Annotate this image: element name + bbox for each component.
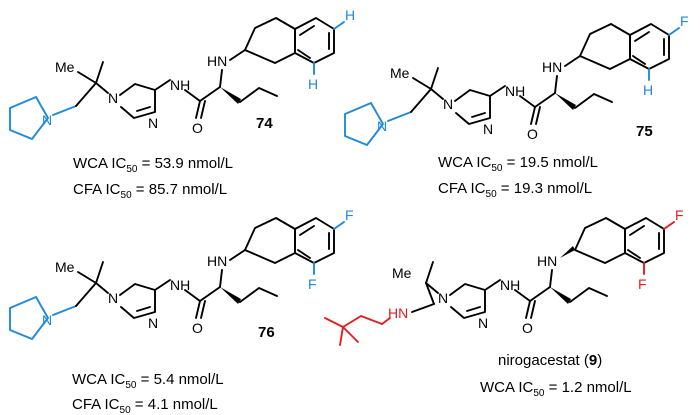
carbonyl-o-label: O [192, 320, 203, 336]
wca-ic50-value: WCA IC50 = 1.2 nmol/L [480, 379, 632, 399]
substituent-c6-label: F [680, 13, 689, 29]
compound-76-structure: N Me N N NH O HN F F 76 [9, 207, 354, 341]
cfa-ic50-value: CFA IC50 = 19.3 nmol/L [438, 180, 592, 200]
carbonyl-o-label: O [522, 320, 533, 336]
carbonyl-o-label: O [192, 120, 203, 136]
substituent-c8-label: H [308, 76, 318, 92]
methyl-label: Me [55, 259, 75, 275]
substituent-c8-label: F [308, 276, 317, 292]
imidazole-n1-label: N [108, 90, 118, 106]
substituent-c6-label: F [345, 207, 354, 223]
cfa-ic50-value: CFA IC50 = 85.7 nmol/L [73, 181, 227, 201]
methyl-label: Me [392, 265, 412, 281]
imidazole-n3-label: N [478, 315, 488, 331]
amine-hn-label: HN [542, 59, 562, 75]
nirogacestat-structure: HN Me N N NH O HN F F [324, 207, 684, 346]
pyrrolidine-n-label: N [377, 118, 387, 134]
amine-hn-label: HN [537, 253, 557, 269]
compound-75-activity: WCA IC50 = 19.5 nmol/L CFA IC50 = 19.3 n… [438, 154, 598, 200]
pyrrolidine-n-label: N [42, 112, 52, 128]
imidazole-n3-label: N [483, 121, 493, 137]
amine-hn-label: HN [207, 253, 227, 269]
cfa-ic50-value: CFA IC50 = 4.1 nmol/L [72, 396, 218, 415]
compound-name: nirogacestat (9) [498, 352, 602, 369]
imidazole-n3-label: N [148, 315, 158, 331]
amide-nh-label: NH [170, 77, 190, 93]
amine-hn-label: HN [207, 53, 227, 69]
imidazole-n1-label: N [443, 96, 453, 112]
imidazole-n1-label: N [108, 290, 118, 306]
carbonyl-o-label: O [527, 126, 538, 142]
substituent-c8-label: H [643, 82, 653, 98]
pyrrolidine-ring [9, 96, 49, 140]
nirogacestat-label: nirogacestat (9) WCA IC50 = 1.2 nmol/L [480, 352, 632, 399]
amide-nh-label: NH [500, 277, 520, 293]
substituent-c6-label: F [675, 207, 684, 223]
amide-nh-label: NH [170, 277, 190, 293]
compound-76-activity: WCA IC50 = 5.4 nmol/L CFA IC50 = 4.1 nmo… [72, 371, 224, 415]
compound-id: 76 [258, 324, 275, 341]
compound-id: 75 [636, 123, 653, 140]
methyl-label: Me [55, 59, 75, 75]
wca-ic50-value: WCA IC50 = 5.4 nmol/L [72, 371, 224, 391]
methyl-label: Me [390, 65, 410, 81]
compound-75-structure: N Me N N NH O HN F H 75 [344, 13, 689, 146]
pyrrolidine-n-label: N [42, 312, 52, 328]
imidazole-n1-label: N [438, 290, 448, 306]
compound-id: 74 [256, 115, 273, 132]
wca-ic50-value: WCA IC50 = 53.9 nmol/L [73, 155, 233, 175]
amide-nh-label: NH [505, 83, 525, 99]
compound-74-structure: N Me N N NH O HN H H 74 [9, 7, 355, 140]
substituent-c6-label: H [345, 7, 355, 23]
substituent-c8-label: F [638, 276, 647, 292]
wca-ic50-value: WCA IC50 = 19.5 nmol/L [438, 154, 598, 174]
amine-hn-red-label: HN [388, 305, 408, 321]
compound-74-activity: WCA IC50 = 53.9 nmol/L CFA IC50 = 85.7 n… [73, 155, 233, 201]
imidazole-n3-label: N [148, 115, 158, 131]
